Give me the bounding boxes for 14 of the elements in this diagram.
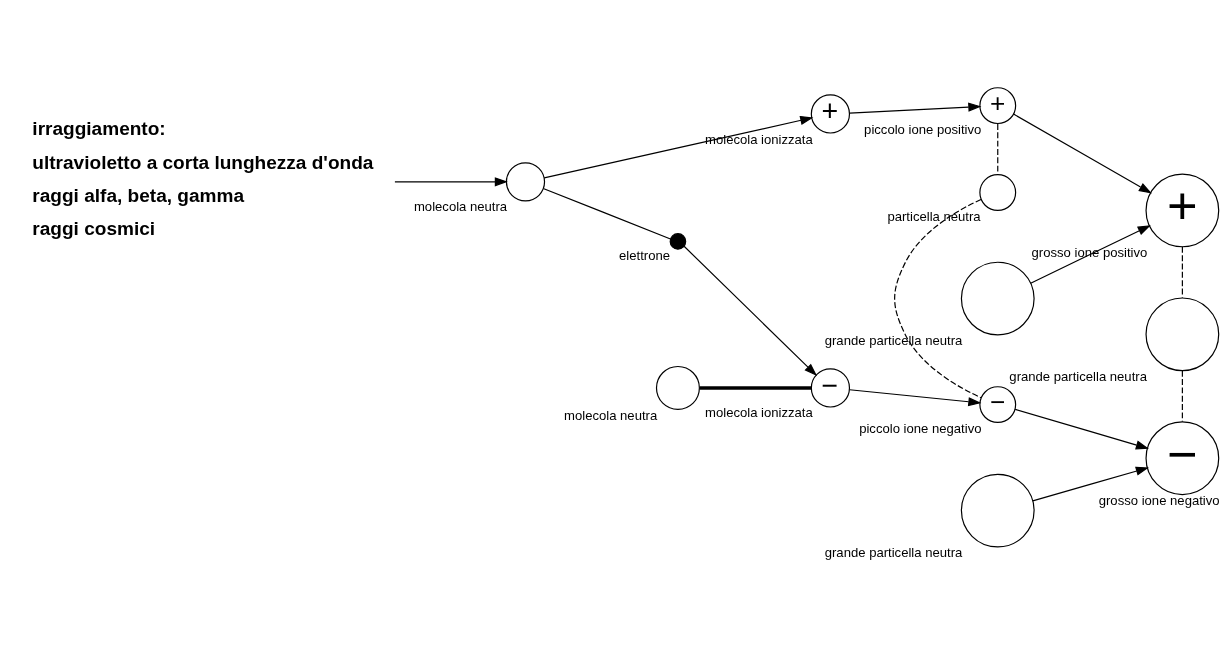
node-label: molecola ionizzata <box>705 131 813 147</box>
node-label: grande particella neutra <box>1009 368 1147 384</box>
node-label: piccolo ione positivo <box>864 121 982 137</box>
node-label: particella neutra <box>887 208 981 224</box>
node-label: molecola neutra <box>413 198 508 214</box>
node-label: elettrone <box>619 247 671 263</box>
node-label: piccolo ione negativo <box>859 420 982 436</box>
node-label: grosso ione positivo <box>1031 244 1148 260</box>
node-label: molecola neutra <box>564 407 658 423</box>
node-label: grande particella neutra <box>824 332 963 348</box>
node-label: molecola ionizzata <box>705 404 813 420</box>
node-text: irraggiamento: ultravioletto a corta lunghezza d'onda raggi alfa, beta, gamma raggi cosmici <box>32 117 374 239</box>
node-label: grosso ione negativo <box>1098 492 1220 508</box>
node-label: grande particella neutra <box>824 544 963 560</box>
